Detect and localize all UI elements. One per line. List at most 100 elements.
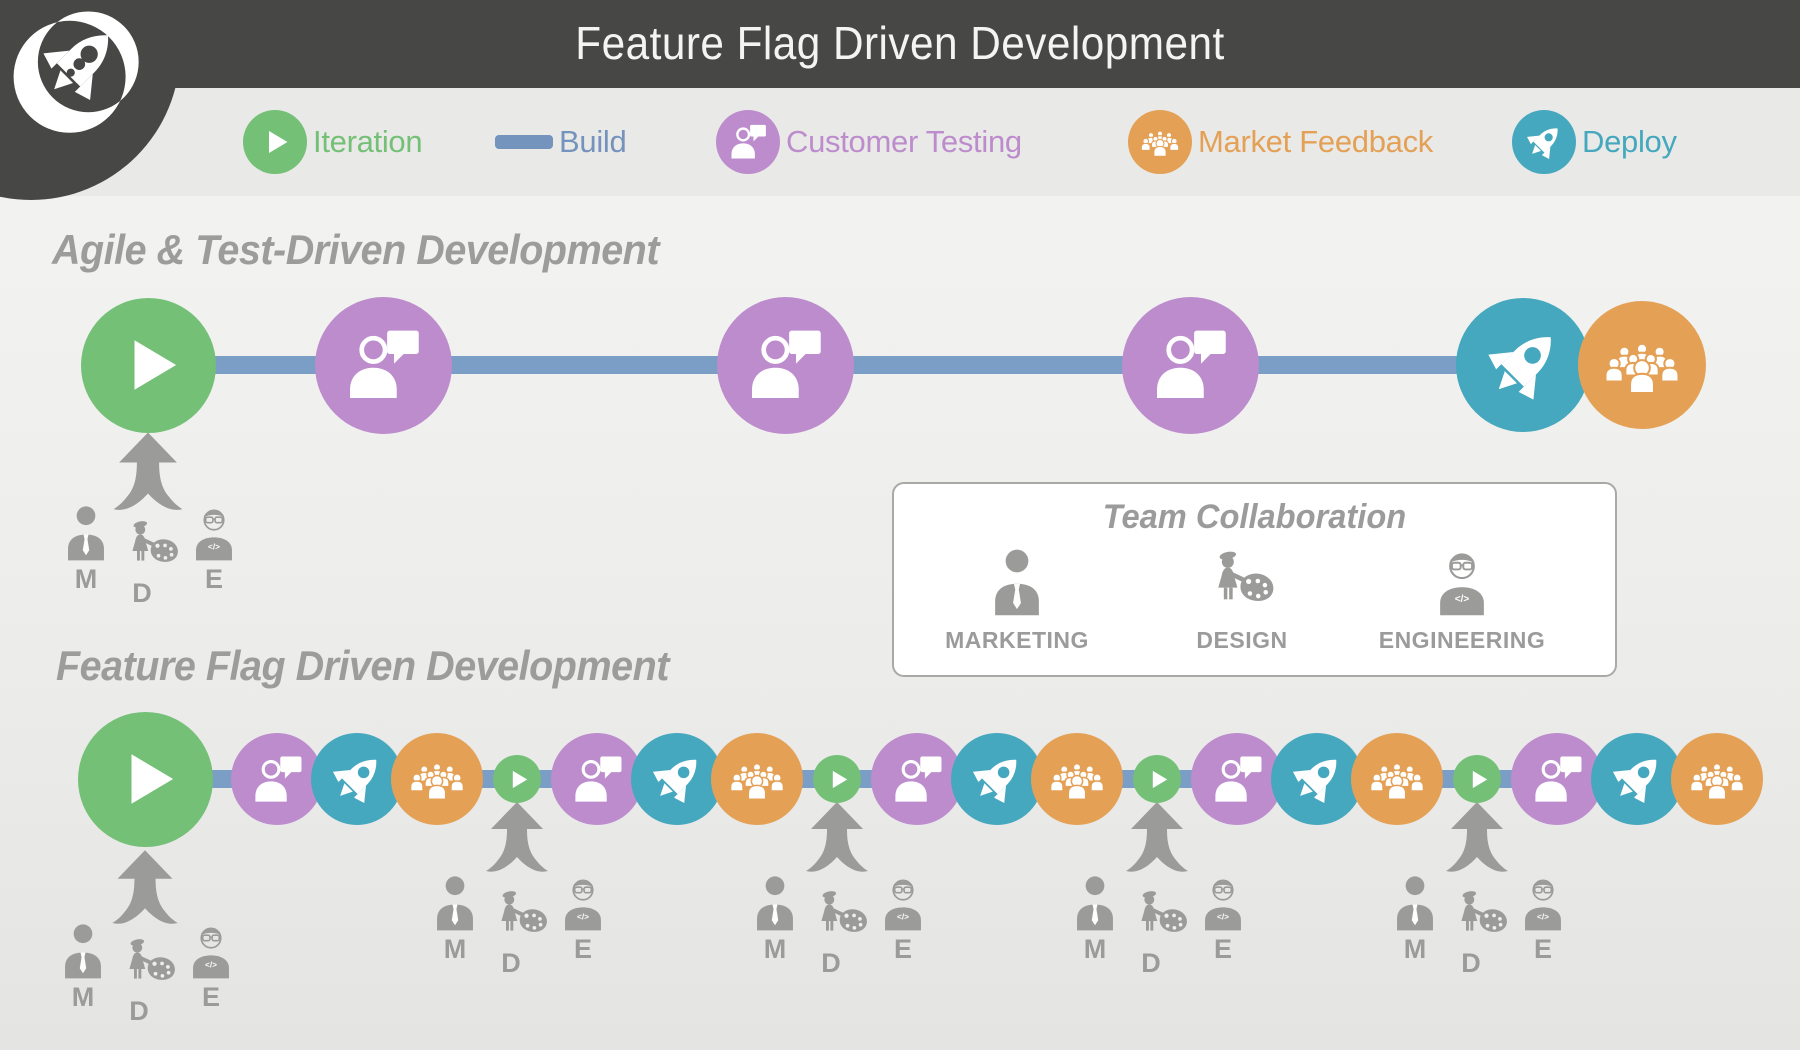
page-title: Feature Flag Driven Development	[72, 16, 1728, 70]
contributor-group: M D </> E	[737, 800, 937, 978]
timeline-node-customer-testing	[871, 733, 963, 825]
engineer-person-icon: </>	[1434, 547, 1490, 617]
crowd-icon	[403, 745, 471, 813]
timeline-node-iteration	[813, 755, 861, 803]
design-person-icon	[1132, 890, 1190, 945]
play-icon	[505, 767, 530, 792]
rocket-icon	[1474, 316, 1572, 414]
legend-item-iteration: Iteration	[243, 88, 422, 196]
person-speech-icon	[741, 321, 829, 409]
marketing-person-icon	[989, 547, 1045, 622]
person-speech-icon	[726, 120, 770, 164]
timeline-node-deploy	[951, 733, 1043, 825]
contributor-initial: M	[1072, 934, 1118, 965]
legend-label: Build	[559, 124, 626, 160]
design-person-icon	[492, 890, 550, 945]
timeline-node-market-feedback	[391, 733, 483, 825]
design-person-icon	[812, 890, 870, 945]
timeline-node-customer-testing	[1191, 733, 1283, 825]
rocket-icon	[1283, 745, 1351, 813]
legend-item-build: Build	[495, 88, 626, 196]
team-member-label: DESIGN	[1196, 627, 1287, 654]
person-speech-icon	[1528, 750, 1587, 809]
legend-label: Iteration	[313, 124, 422, 160]
rocket-crescent-icon	[8, 4, 148, 144]
contributor-initial: E	[1520, 934, 1566, 965]
title-bar: Feature Flag Driven Development	[0, 0, 1800, 88]
contributor-initial: E	[560, 934, 606, 965]
legend-item-customer-testing: Customer Testing	[716, 88, 1022, 196]
contributor-initial: M	[752, 934, 798, 965]
person-speech-icon	[248, 750, 307, 809]
design-person-icon	[123, 520, 181, 575]
engineer-person-icon: </>	[188, 922, 234, 980]
merge-arrow-icon	[1441, 800, 1513, 886]
marketing-person-icon	[63, 504, 109, 562]
person-speech-icon	[568, 750, 627, 809]
marketing-person-icon	[1072, 874, 1118, 932]
play-icon	[1465, 767, 1490, 792]
team-collaboration-title: Team Collaboration	[908, 498, 1600, 537]
person-speech-icon	[888, 750, 947, 809]
engineering-person-icon: </>	[1520, 874, 1566, 932]
contributor-initial: D	[1442, 948, 1500, 979]
marketing-person-icon	[752, 874, 798, 932]
timeline-node-iteration	[1133, 755, 1181, 803]
play-icon	[243, 110, 307, 174]
play-icon	[259, 126, 291, 158]
timeline-node-customer-testing	[1511, 733, 1603, 825]
timeline-node-iteration	[81, 298, 216, 433]
legend: IterationBuild Customer Testing Market F…	[0, 88, 1800, 196]
marketing-person-icon	[989, 547, 1045, 617]
timeline-node-market-feedback	[1351, 733, 1443, 825]
timeline-node-market-feedback	[1031, 733, 1123, 825]
engineer-person-icon: </>	[1200, 874, 1246, 932]
marketing-person-icon	[63, 504, 109, 562]
contributor-initial: E	[188, 982, 234, 1013]
rocket-icon	[1603, 745, 1671, 813]
timeline-node-market-feedback	[1578, 301, 1706, 429]
contributor-initial: E	[1200, 934, 1246, 965]
rocket-icon	[1520, 118, 1568, 166]
team-member-marketing: MARKETING	[917, 548, 1117, 654]
merge-arrow-icon	[481, 800, 553, 891]
legend-label: Deploy	[1582, 124, 1677, 160]
contributor-initial: D	[1122, 948, 1180, 979]
timeline-node-deploy	[1271, 733, 1363, 825]
svg-text:</>: </>	[1455, 594, 1470, 605]
timeline-node-customer-testing	[231, 733, 323, 825]
timeline-node-customer-testing	[717, 297, 854, 434]
contributor-initial: E	[880, 934, 926, 965]
crowd-icon	[1595, 318, 1689, 412]
contributor-group: M D </> E	[1377, 800, 1577, 978]
timeline-node-market-feedback	[1671, 733, 1763, 825]
svg-text:</>: </>	[205, 961, 217, 970]
timeline-node-customer-testing	[1122, 297, 1259, 434]
play-icon	[112, 329, 184, 401]
crowd-icon	[1363, 745, 1431, 813]
design-person-icon	[492, 890, 550, 945]
timeline-node-deploy	[311, 733, 403, 825]
svg-text:</>: </>	[208, 543, 220, 552]
crowd-icon	[1128, 110, 1192, 174]
timeline-node-deploy	[631, 733, 723, 825]
person-speech-icon	[716, 110, 780, 174]
timeline-node-customer-testing	[315, 297, 452, 434]
design-person-icon	[120, 938, 178, 993]
team-member-label: MARKETING	[945, 627, 1089, 654]
person-speech-icon	[339, 321, 427, 409]
legend-label: Customer Testing	[786, 124, 1022, 160]
team-member-label: ENGINEERING	[1379, 627, 1546, 654]
contributor-initial: M	[1392, 934, 1438, 965]
build-bar-icon	[495, 135, 553, 149]
crowd-icon	[1683, 745, 1751, 813]
marketing-person-icon	[1072, 874, 1118, 932]
timeline-node-deploy	[1456, 298, 1590, 432]
merge-arrow-icon	[107, 848, 183, 939]
rocket-icon	[1512, 110, 1576, 174]
contributor-initial: M	[60, 982, 106, 1013]
merge-arrow-icon	[108, 430, 188, 531]
engineer-person-icon: </>	[1520, 874, 1566, 932]
marketing-person-icon	[432, 874, 478, 932]
play-icon	[825, 767, 850, 792]
